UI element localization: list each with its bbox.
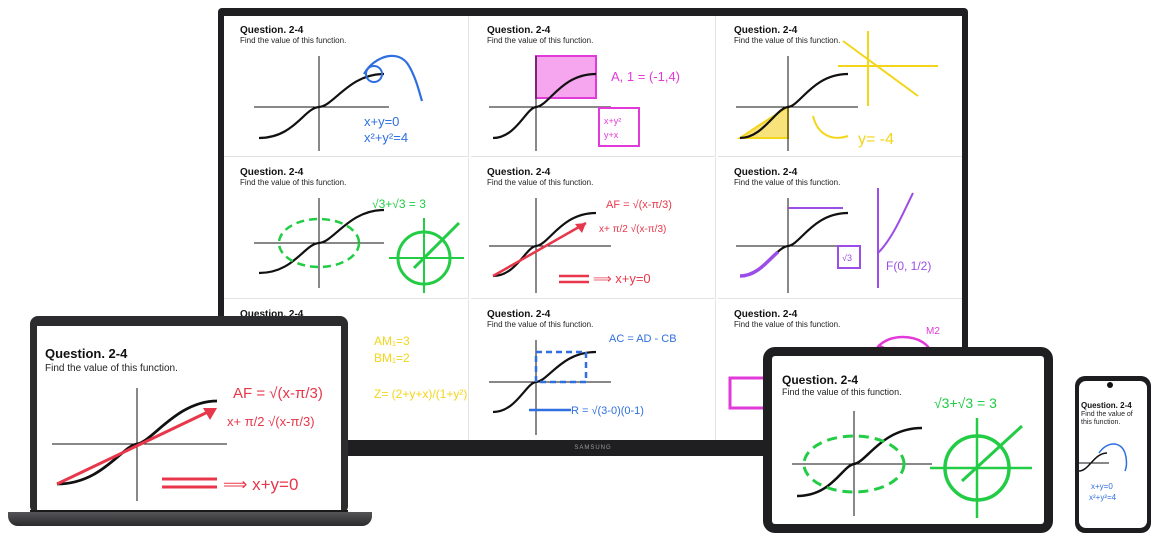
question-title: Question. 2-4 <box>45 346 128 361</box>
function-graph: x+y=0 x²+y²=4 <box>254 54 424 151</box>
question-title: Question. 2-4 <box>734 309 798 320</box>
annotation-line: y+x <box>604 130 619 140</box>
laptop-base <box>8 512 372 526</box>
question-panel-middle-right[interactable]: Question. 2-4 Find the value of this fun… <box>718 158 962 299</box>
annotation-line: A, 1 = (-1,4) <box>611 69 680 84</box>
annotation-line: M2 <box>926 326 940 337</box>
tablet: Question. 2-4 Find the value of this fun… <box>763 347 1053 533</box>
annotation-line: x²+y²=4 <box>364 130 408 145</box>
annotation-line: AF = √(x-π/3) <box>606 199 672 211</box>
annotation-line: y= -4 <box>858 131 894 148</box>
annotation-line: AF = √(x-π/3) <box>233 385 323 402</box>
annotation-line: x+ π/2 √(x-π/3) <box>599 223 666 235</box>
annotation-line: BM₁=2 <box>374 351 410 365</box>
question-text: Find the value of this function. <box>240 36 347 45</box>
smartphone: Question. 2-4 Find the value of this fun… <box>1075 376 1151 533</box>
brand-logo: SAMSUNG <box>574 445 612 451</box>
question-text: Find the value of this function. <box>487 178 594 187</box>
question-panel-top-right[interactable]: Question. 2-4 Find the value of this fun… <box>718 16 962 157</box>
question-title: Question. 2-4 <box>487 25 551 36</box>
question-text: Find the value of this function. <box>734 36 841 45</box>
question-text: Find the value of this function. <box>782 387 902 397</box>
question-text: Find the value of this function. <box>734 178 841 187</box>
question-panel-top-middle[interactable]: Question. 2-4 Find the value of this fun… <box>471 16 716 157</box>
function-graph: √3+√3 = 3 <box>254 197 464 293</box>
function-graph: A, 1 = (-1,4) x+y² y+x <box>489 55 680 151</box>
tablet-screen[interactable]: Question. 2-4 Find the value of this fun… <box>772 356 1044 524</box>
question-title: Question. 2-4 <box>240 309 304 320</box>
laptop-screen[interactable]: Question. 2-4 Find the value of this fun… <box>37 326 341 512</box>
annotation-line: ⟹ x+y=0 <box>593 271 651 286</box>
annotation-line: √3 <box>842 253 852 263</box>
annotation-line: √3+√3 = 3 <box>372 197 426 211</box>
question-text: Find the value of this function. <box>487 320 594 329</box>
annotation-line: x+y² <box>604 116 621 126</box>
question-panel-top-left[interactable]: Question. 2-4 Find the value of this fun… <box>224 16 469 157</box>
function-graph: √3+√3 = 3 <box>792 395 1032 518</box>
question-title: Question. 2-4 <box>240 167 304 178</box>
annotation-line: AC = AD - CB <box>609 333 677 345</box>
phone-screen[interactable]: Question. 2-4 Find the value of this fun… <box>1079 381 1147 528</box>
question-panel-center[interactable]: Question. 2-4 Find the value of this fun… <box>471 158 716 299</box>
question-title: Question. 2-4 <box>734 25 798 36</box>
question-text: Find the value of this function. <box>487 36 594 45</box>
function-graph: x+y=0 x²+y²=4 <box>1079 443 1128 502</box>
annotation-line: x+ π/2 √(x-π/3) <box>227 414 315 429</box>
function-graph: AM₁=3 BM₁=2 Z= (2+y+x)/(1+y²) <box>374 334 467 401</box>
annotation-line: AM₁=3 <box>374 334 410 348</box>
annotation-line: F(0, 1/2) <box>886 259 931 273</box>
annotation-line: R = √(3-0)(0-1) <box>571 405 644 417</box>
question-text: Find the value of this function. <box>1081 411 1133 426</box>
question-title: Question. 2-4 <box>240 25 304 36</box>
question-title: Question. 2-4 <box>487 167 551 178</box>
annotation-line: ⟹ x+y=0 <box>223 475 298 494</box>
front-camera <box>1107 382 1113 388</box>
function-graph: AF = √(x-π/3) x+ π/2 √(x-π/3) ⟹ x+y=0 <box>52 385 323 501</box>
question-title: Question. 2-4 <box>1081 401 1132 410</box>
annotation-line: x+y=0 <box>364 114 399 129</box>
function-graph: y= -4 <box>736 31 938 151</box>
function-graph: AC = AD - CB R = √(3-0)(0-1) <box>489 333 677 435</box>
question-text: Find the value of this function. <box>734 320 841 329</box>
annotation-line: √3+√3 = 3 <box>934 395 997 411</box>
question-title: Question. 2-4 <box>734 167 798 178</box>
annotation-line: Z= (2+y+x)/(1+y²) <box>374 387 467 401</box>
question-panel-bottom-middle[interactable]: Question. 2-4 Find the value of this fun… <box>471 300 716 440</box>
function-graph: √3 F(0, 1/2) <box>736 188 931 293</box>
question-text: Find the value of this function. <box>240 178 347 187</box>
question-panel-middle-left[interactable]: Question. 2-4 Find the value of this fun… <box>224 158 469 299</box>
function-graph: AF = √(x-π/3) x+ π/2 √(x-π/3) ⟹ x+y=0 <box>489 198 672 293</box>
annotation-line: x+y=0 <box>1091 482 1113 491</box>
laptop: Question. 2-4 Find the value of this fun… <box>30 316 348 514</box>
question-title: Question. 2-4 <box>487 309 551 320</box>
annotation-line: x²+y²=4 <box>1089 493 1117 502</box>
question-title: Question. 2-4 <box>782 373 859 387</box>
question-text: Find the value of this function. <box>45 363 178 374</box>
